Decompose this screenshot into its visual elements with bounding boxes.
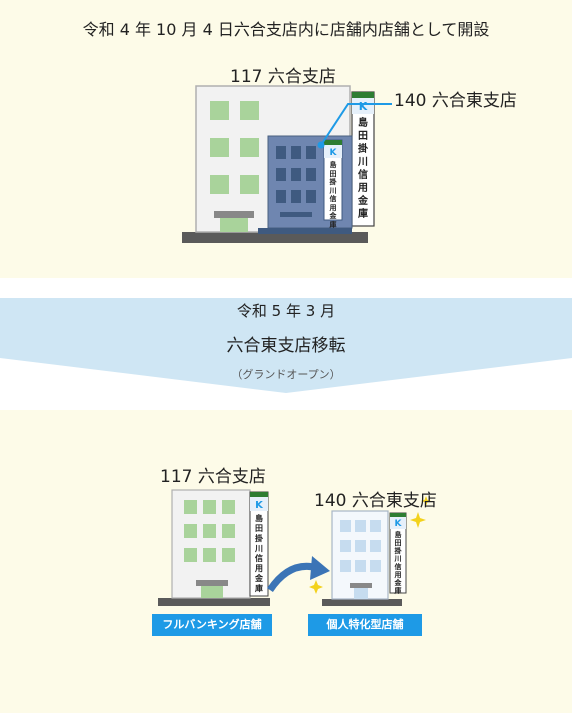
sign-text-after-main: 島田掛川信用金庫 [255,514,263,593]
svg-text:K: K [330,148,338,158]
personal-specialized-tag: 個人特化型店舗 [308,614,422,636]
move-arrow [267,556,330,593]
east-branch-label-before: 140 六合東支店 [394,91,517,111]
main-building-after: K [158,489,270,606]
sign-text-before: 島田掛川信用金庫 [358,118,368,220]
sign-text-after-east: 島田掛川信用金庫 [394,531,402,595]
east-branch-inner: K [258,135,353,234]
east-branch-label-after: 140 六合東支店 [314,491,437,511]
svg-text:K: K [395,519,403,529]
svg-text:K: K [255,500,264,511]
main-branch-label-before: 117 六合支店 [230,67,336,87]
callout-line [317,103,392,149]
banner-note: （グランドオープン） [231,368,341,381]
sparkle-icon [309,496,431,594]
transition-banner [0,298,572,393]
sign-text-inner: 島田掛川信用金庫 [329,161,337,229]
svg-text:K: K [359,100,368,113]
east-building-after: K [322,510,407,606]
header-title: 令和 4 年 10 月 4 日六合支店内に店舗内店舗として開設 [82,20,490,39]
full-banking-tag: フルバンキング店舗 [152,614,272,636]
banner-event: 六合東支店移転 [226,336,346,356]
sign-pole-before: K [351,91,375,227]
main-branch-label-after: 117 六合支店 [160,467,266,487]
bottom-panel [0,410,572,713]
banner-date: 令和 5 年 3 月 [236,302,336,320]
before-illustration: K K [182,85,392,243]
